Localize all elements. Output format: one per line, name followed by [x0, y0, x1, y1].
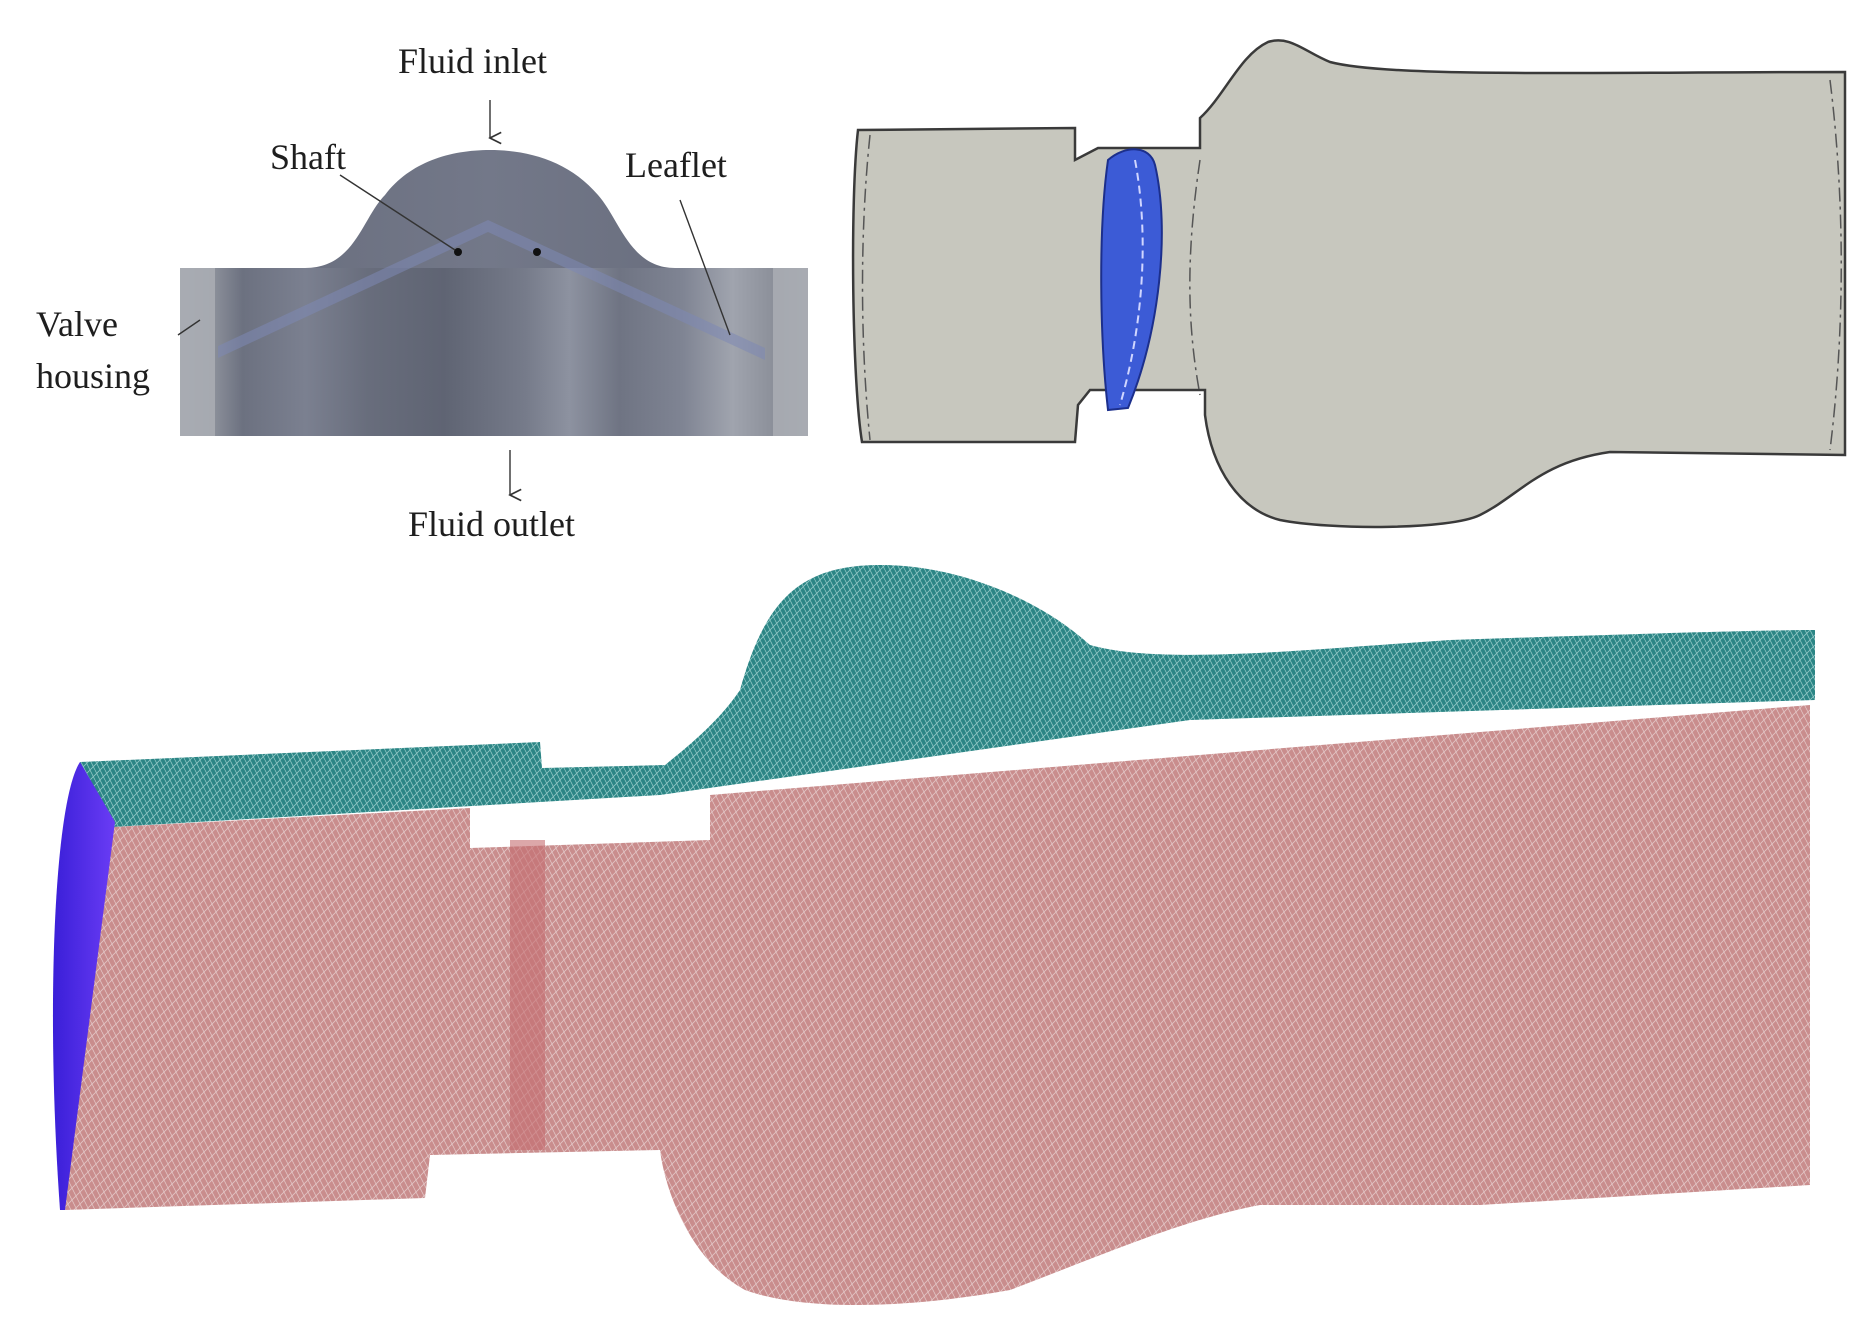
mesh-side-face [65, 705, 1810, 1305]
valve-housing-leader-line [177, 319, 201, 336]
solid-body-outline [851, 39, 1847, 529]
mesh-model-panel [52, 565, 1815, 1305]
valve-housing-label: Valve housing [36, 304, 151, 397]
leaflet-leader-line [679, 199, 731, 336]
section-view-panel [177, 100, 808, 495]
leaflet-label: Leaflet [625, 145, 727, 185]
mesh-inlet-face [52, 762, 115, 1210]
fluid-inlet-label: Fluid inlet [398, 41, 548, 81]
shaft-point-right [533, 248, 541, 256]
shaft-point-left [454, 248, 462, 256]
fluid-outlet-label: Fluid outlet [408, 504, 576, 544]
leaflet-disk-edge [1119, 159, 1144, 406]
valve-housing-body [180, 268, 808, 436]
solid-model-panel [851, 39, 1847, 529]
valve-dome [305, 150, 675, 268]
shaft-label: Shaft [270, 137, 346, 177]
valve-housing-wall-right [773, 268, 808, 436]
mesh-top-surface [80, 565, 1815, 828]
solid-body-inner-edge [1189, 159, 1201, 396]
solid-body-outlet-edge [1829, 79, 1842, 451]
valve-housing-wall-left [180, 268, 215, 436]
mesh-leaflet-region [510, 840, 545, 1150]
solid-body-inlet-edge [861, 134, 871, 441]
shaft-leader-line [339, 174, 456, 251]
leaflet-disk [1100, 148, 1163, 412]
